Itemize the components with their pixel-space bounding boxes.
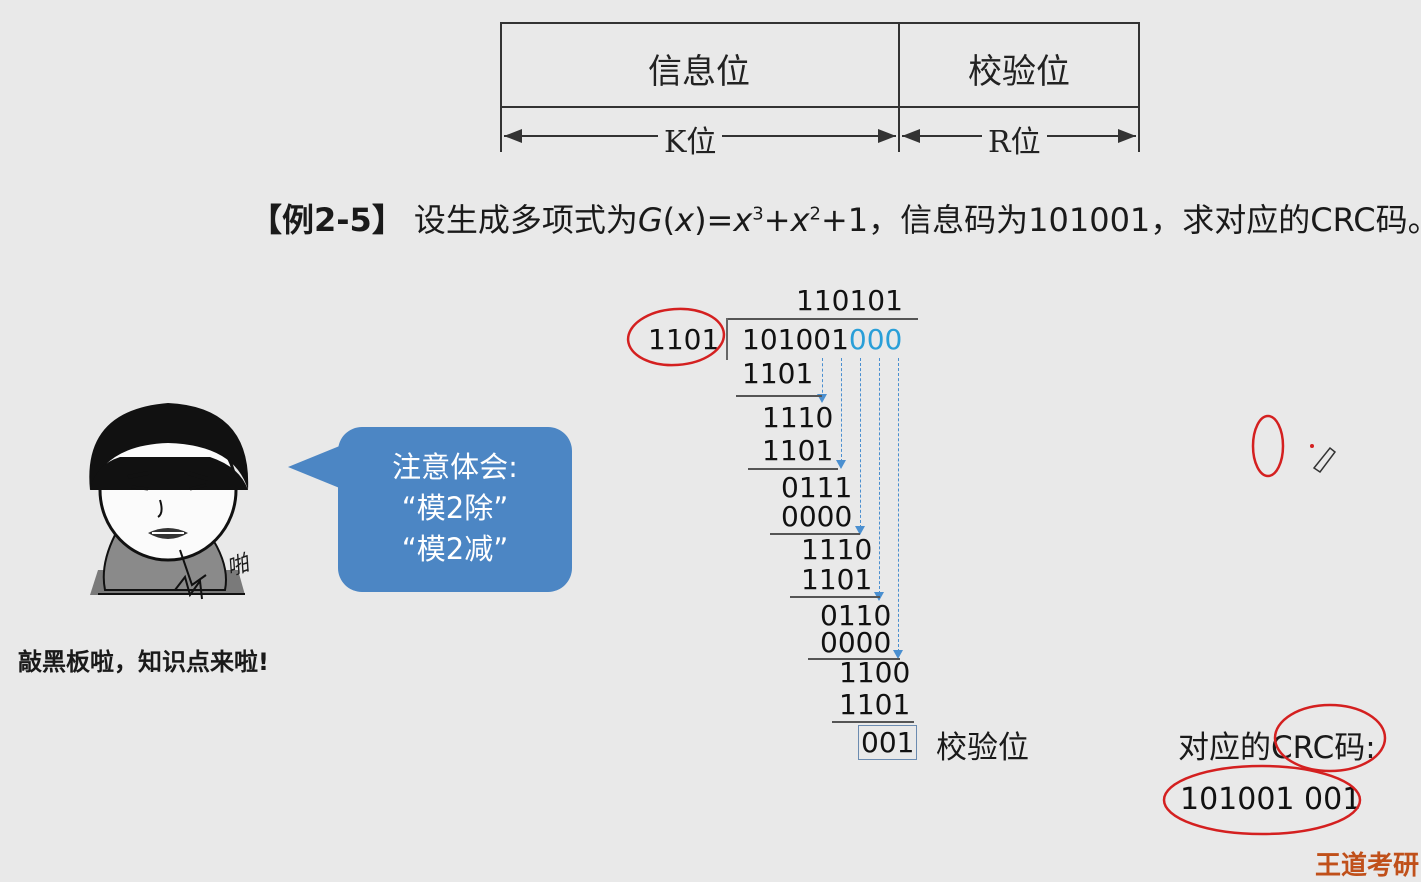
subtract-line bbox=[736, 395, 822, 397]
division-bracket bbox=[726, 318, 728, 360]
frame-divider bbox=[898, 22, 900, 152]
stray-mark bbox=[1251, 414, 1285, 478]
r-arrow-left-icon bbox=[902, 129, 920, 143]
division-row: 1101 bbox=[839, 688, 911, 721]
check-bits-label: 校验位 bbox=[968, 52, 1070, 92]
bubble-line-1: 注意体会: bbox=[392, 450, 518, 484]
speech-bubble: 注意体会: “模2除” “模2减” bbox=[338, 427, 572, 592]
frame-left-edge bbox=[500, 22, 502, 152]
bubble-line-3: “模2减” bbox=[401, 532, 509, 566]
brand-watermark: 王道考研 bbox=[1315, 851, 1420, 881]
subtract-line bbox=[790, 596, 880, 598]
exp-3: 3 bbox=[752, 203, 764, 225]
g-symbol: G bbox=[637, 201, 663, 239]
bring-down-line-1 bbox=[822, 358, 823, 398]
division-row: 1110 bbox=[801, 533, 873, 566]
divisor: 1101 bbox=[648, 323, 720, 356]
crc-frame-diagram: 信息位 校验位 K位 R位 bbox=[500, 22, 1140, 161]
k-arrow-right-icon bbox=[878, 129, 896, 143]
example-tail: +1，信息码为101001，求对应的CRC码。 bbox=[820, 201, 1421, 239]
quotient: 110101 bbox=[796, 284, 903, 317]
x-squared: x bbox=[790, 201, 810, 239]
bring-down-arrow-icon bbox=[855, 526, 865, 535]
x-symbol: x bbox=[675, 201, 695, 239]
k-arrow-left-icon bbox=[504, 129, 522, 143]
bring-down-arrow-icon bbox=[893, 650, 903, 659]
r-arrow-right-icon bbox=[1118, 129, 1136, 143]
r-bits-label: R位 bbox=[982, 117, 1047, 161]
division-row: 0000 bbox=[781, 500, 853, 533]
pen-cursor-icon bbox=[1312, 446, 1337, 474]
k-bits-label: K位 bbox=[658, 117, 723, 161]
division-row: 1101 bbox=[762, 434, 834, 467]
dividend-main: 101001 bbox=[742, 323, 849, 356]
x-cubed: x bbox=[733, 201, 753, 239]
division-row: 0111 bbox=[781, 471, 853, 504]
division-row: 0110 bbox=[820, 599, 892, 632]
division-row: 1101 bbox=[801, 563, 873, 596]
meme-caption: 敲黑板啦，知识点来啦! bbox=[18, 648, 269, 676]
meme-character-illustration bbox=[89, 403, 249, 600]
equals: = bbox=[706, 201, 734, 239]
dividend-padding: 000 bbox=[848, 323, 903, 356]
division-row: 1110 bbox=[762, 401, 834, 434]
quotient-bar bbox=[728, 318, 918, 320]
bring-down-line-4 bbox=[879, 358, 880, 594]
bring-down-line-3 bbox=[860, 358, 861, 528]
bubble-tail bbox=[288, 445, 342, 489]
remainder-label: 校验位 bbox=[936, 730, 1029, 766]
remainder: 001 bbox=[858, 725, 918, 760]
subtract-line bbox=[832, 721, 914, 723]
example-tag: 【例2-5】 bbox=[250, 201, 404, 239]
divisor-circle bbox=[626, 307, 726, 367]
division-row: 0000 bbox=[820, 626, 892, 659]
crc-value-circle bbox=[1162, 764, 1362, 836]
division-row: 1100 bbox=[839, 656, 911, 689]
info-bits-label: 信息位 bbox=[648, 52, 750, 92]
plus-sign: + bbox=[763, 201, 791, 239]
frame-right-edge bbox=[1138, 22, 1140, 152]
dividend: 101001000 bbox=[742, 323, 902, 356]
subtract-line bbox=[748, 468, 838, 470]
example-text: 设生成多项式为 bbox=[413, 201, 638, 239]
bring-down-line-5 bbox=[898, 358, 899, 652]
example-statement: 【例2-5】设生成多项式为G(x)=x3+x2+1，信息码为101001，求对应… bbox=[250, 195, 1421, 241]
crc-label-circle bbox=[1273, 703, 1387, 773]
subtract-line bbox=[770, 533, 860, 535]
division-row: 1101 bbox=[742, 357, 814, 390]
bring-down-arrow-icon bbox=[817, 394, 827, 403]
bring-down-arrow-icon bbox=[836, 460, 846, 469]
bring-down-line-2 bbox=[841, 358, 842, 462]
crc-value: 101001 001 bbox=[1180, 782, 1362, 817]
bubble-line-2: “模2除” bbox=[401, 491, 509, 525]
exp-2: 2 bbox=[809, 203, 821, 225]
subtract-line bbox=[808, 658, 900, 660]
